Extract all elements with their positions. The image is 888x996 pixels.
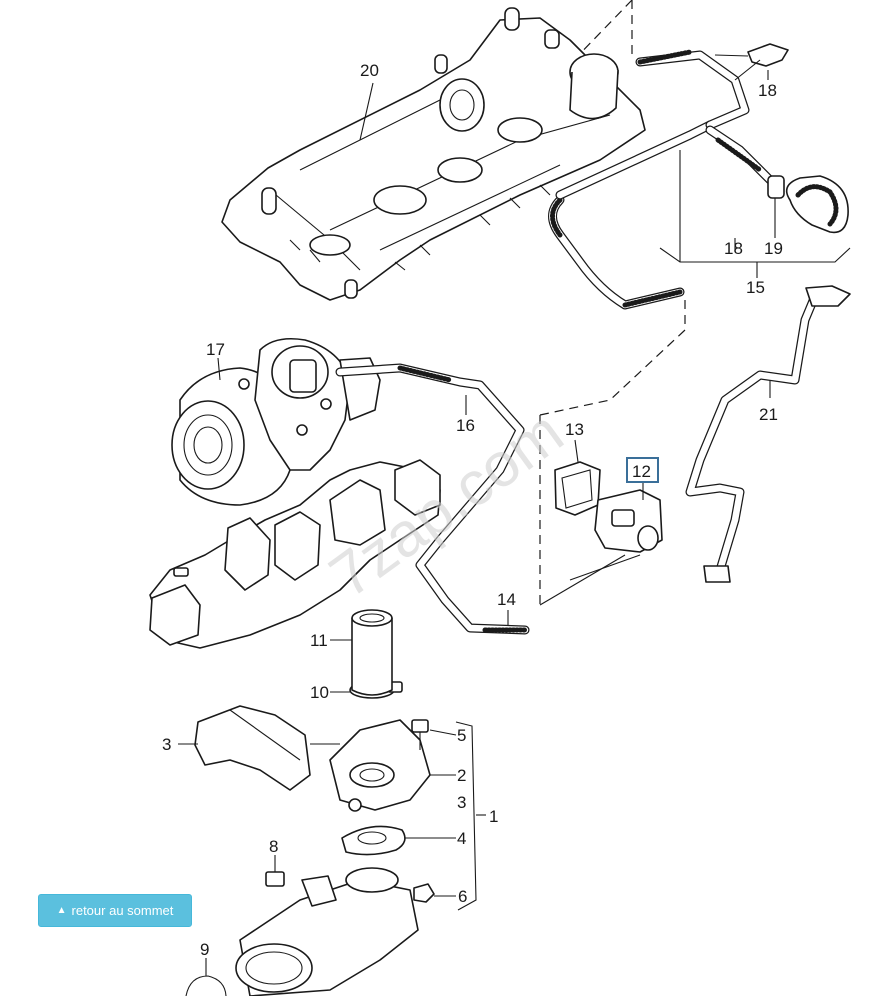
callout-3[interactable]: 3 <box>457 793 466 812</box>
callout-21[interactable]: 21 <box>759 405 778 424</box>
callout-18[interactable]: 18 <box>724 239 743 258</box>
turbocharger-part[interactable] <box>149 337 441 649</box>
callout-18-top[interactable]: 18 <box>758 81 777 100</box>
callout-1[interactable]: 1 <box>489 807 498 826</box>
gasket-part-4[interactable] <box>341 825 406 856</box>
callout-3-left[interactable]: 3 <box>162 735 171 754</box>
mounting-bracket-part-13[interactable] <box>554 461 601 516</box>
dashed-group-lines <box>539 0 686 610</box>
o-ring-part-9[interactable] <box>185 975 227 996</box>
callout-20[interactable]: 20 <box>360 61 379 80</box>
cylinder-head-cover-part[interactable] <box>221 7 646 301</box>
callout-8[interactable]: 8 <box>269 837 278 856</box>
callout-labels: 20 18 18 19 15 17 16 13 12 21 14 11 10 3… <box>162 61 783 959</box>
callout-16[interactable]: 16 <box>456 416 475 435</box>
callout-5[interactable]: 5 <box>457 726 466 745</box>
callout-2[interactable]: 2 <box>457 766 466 785</box>
callout-11[interactable]: 11 <box>310 631 328 650</box>
callout-15[interactable]: 15 <box>746 278 765 297</box>
hose-part-21[interactable] <box>685 285 851 583</box>
callout-9[interactable]: 9 <box>200 940 209 959</box>
callout-13[interactable]: 13 <box>565 420 584 439</box>
nut-part-6[interactable] <box>413 883 435 903</box>
group-1-bracket <box>455 721 486 911</box>
callout-14[interactable]: 14 <box>497 590 516 609</box>
back-to-top-label: retour au sommet <box>71 903 174 918</box>
callout-17[interactable]: 17 <box>206 340 225 359</box>
egr-valve-part-2[interactable] <box>329 719 431 812</box>
vacuum-line-16[interactable] <box>335 363 530 635</box>
chevron-up-icon: ▲ <box>56 904 67 916</box>
callout-4[interactable]: 4 <box>457 829 466 848</box>
connector-part-19[interactable] <box>767 175 849 234</box>
back-to-top-button[interactable]: ▲ retour au sommet <box>38 894 192 927</box>
pressure-converter-valve-part-12[interactable] <box>594 489 663 553</box>
callout-12-highlight-box <box>626 457 659 483</box>
callout-19[interactable]: 19 <box>764 239 783 258</box>
bolt-part-8[interactable] <box>265 871 285 887</box>
callout-10[interactable]: 10 <box>310 683 329 702</box>
pipe-part-11[interactable] <box>351 609 393 696</box>
bolt-part-5[interactable] <box>411 719 429 750</box>
clip-part-18[interactable] <box>714 43 789 81</box>
callout-leaders <box>178 70 776 976</box>
breather-hoses[interactable] <box>548 49 775 310</box>
callout-6[interactable]: 6 <box>458 887 467 906</box>
callout-12[interactable]: 12 <box>632 462 651 481</box>
egr-cooler-part[interactable] <box>235 867 419 996</box>
group-15-bracket <box>659 150 851 278</box>
heat-shield-part-3[interactable] <box>194 705 311 791</box>
group-12-lines <box>539 554 641 606</box>
